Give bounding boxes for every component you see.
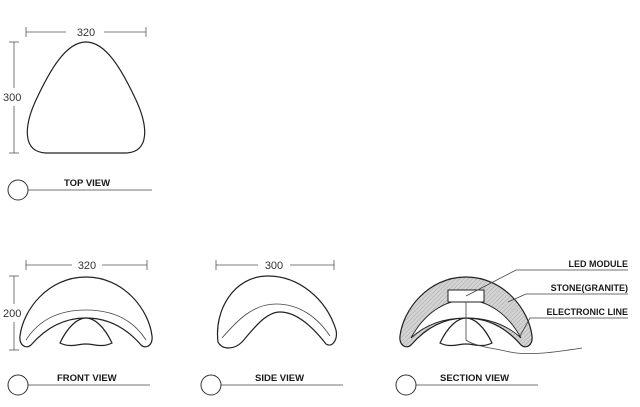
side-view-width-dimension: 300 xyxy=(215,260,335,272)
section-inner-cavity xyxy=(410,299,522,339)
front-view-width-label: 320 xyxy=(78,260,96,272)
front-view-height-label: 200 xyxy=(3,308,21,320)
label-led-module: LED MODULE xyxy=(569,259,629,269)
top-view-height-dimension: 300 xyxy=(3,41,21,154)
section-view-title-marker: SECTION VIEW xyxy=(395,373,538,396)
top-view-outline xyxy=(26,41,146,154)
side-view-title: SIDE VIEW xyxy=(255,373,304,384)
side-view-title-marker: SIDE VIEW xyxy=(200,373,343,396)
section-view-title: SECTION VIEW xyxy=(440,373,509,384)
label-stone: STONE(GRANITE) xyxy=(551,283,628,293)
section-view: LED MODULE STONE(GRANITE) ELECTRONIC LIN… xyxy=(395,259,629,396)
section-leaders xyxy=(465,269,628,337)
side-view: 300 SIDE VIEW xyxy=(200,260,343,396)
front-view-inner-line xyxy=(25,309,147,341)
electronic-line xyxy=(465,302,583,355)
side-view-width-label: 300 xyxy=(265,260,283,272)
top-view: 320 300 TOP VIEW xyxy=(3,27,152,201)
top-view-height-label: 300 xyxy=(3,92,21,104)
side-view-inner-line xyxy=(221,303,331,339)
top-view-width-dimension: 320 xyxy=(25,27,147,39)
label-electronic-line: ELECTRONIC LINE xyxy=(546,307,628,317)
front-view-title: FRONT VIEW xyxy=(57,373,117,384)
top-view-title: TOP VIEW xyxy=(64,178,110,189)
front-view-width-dimension: 320 xyxy=(25,260,148,272)
front-view-base xyxy=(59,317,113,347)
side-view-outline xyxy=(216,275,337,349)
front-view-title-marker: FRONT VIEW xyxy=(7,373,150,396)
top-view-width-label: 320 xyxy=(77,27,95,39)
front-view-height-dimension: 200 xyxy=(3,275,21,351)
top-view-title-marker: TOP VIEW xyxy=(7,178,152,201)
front-view: 320 200 FRONT VIEW xyxy=(3,260,153,396)
